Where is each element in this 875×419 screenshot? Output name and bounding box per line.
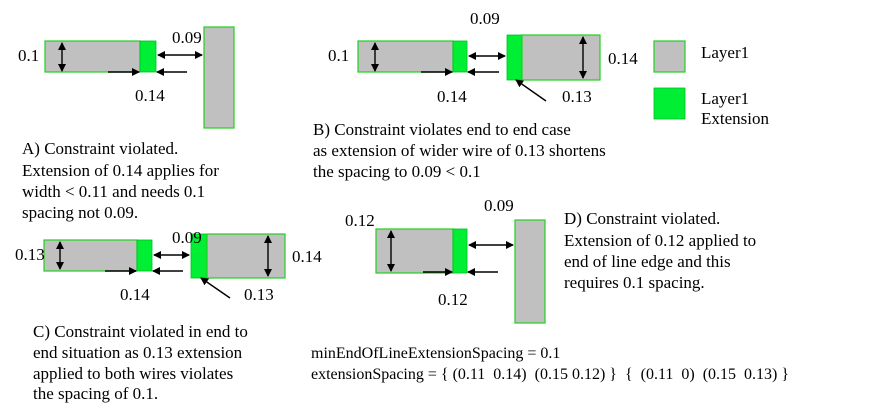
panel-a-width-label: 0.1 — [18, 46, 39, 65]
legend: Layer1 Layer1 Extension — [653, 40, 769, 128]
panel-d-wire — [375, 228, 454, 274]
panel-a-spacing-label: 0.09 — [172, 28, 202, 47]
panel-c-extension-label: 0.14 — [120, 285, 150, 304]
panel-d-width-label: 0.12 — [345, 211, 375, 230]
panel-b-pointer-arrow — [515, 79, 547, 102]
panel-c-wire — [43, 239, 138, 272]
panel-b-wide-wire-extension — [506, 34, 523, 81]
legend-extension-swatch — [653, 87, 686, 120]
panel-a: 0.1 0.09 0.14 A) Constraint violated. Ex… — [18, 26, 235, 222]
panel-c-width-label: 0.13 — [15, 245, 45, 264]
panel-c-wide-wire — [206, 233, 286, 279]
rule-definitions: minEndOfLineExtensionSpacing = 0.1 exten… — [311, 345, 789, 383]
panel-a-wire — [44, 40, 141, 73]
panel-a-vertical-wire — [203, 26, 235, 129]
panel-c-wide-width-label: 0.14 — [292, 247, 322, 266]
panel-d-extension-label: 0.12 — [438, 290, 468, 309]
panel-d-spacing-label: 0.09 — [484, 196, 514, 215]
extension-spacing-rule: extensionSpacing = { (0.11 0.14) (0.15 0… — [311, 366, 789, 383]
panel-d-wire-extension — [452, 228, 468, 274]
legend-layer-label: Layer1 — [701, 43, 749, 62]
panel-b: 0.1 0.09 0.14 0.14 0.13 B) Constraint vi… — [313, 9, 638, 181]
panel-b-wire-extension — [452, 40, 468, 73]
panel-b-width-label: 0.1 — [328, 46, 349, 65]
panel-c-wire-extension — [136, 239, 153, 272]
panel-b-wide-wire — [521, 34, 601, 81]
panel-b-extension-label: 0.14 — [437, 87, 467, 106]
panel-d-caption: D) Constraint violated. Extension of 0.1… — [564, 209, 760, 292]
panel-b-wide-extension-label: 0.13 — [562, 87, 592, 106]
panel-b-caption: B) Constraint violates end to end case a… — [313, 120, 610, 181]
panel-b-wire — [357, 40, 454, 73]
panel-c: 0.13 0.09 0.14 0.14 0.13 C) Constraint v… — [15, 228, 322, 403]
panel-c-wide-extension-label: 0.13 — [244, 285, 274, 304]
legend-extension-label: Layer1 Extension — [701, 89, 769, 128]
panel-c-pointer-arrow — [200, 277, 231, 299]
panel-c-spacing-label: 0.09 — [172, 228, 202, 247]
panel-b-spacing-label: 0.09 — [470, 9, 500, 28]
legend-layer-swatch — [653, 40, 686, 73]
panel-a-extension-label: 0.14 — [135, 86, 165, 105]
panel-b-wide-width-label: 0.14 — [608, 49, 638, 68]
panel-a-wire-extension — [139, 40, 157, 73]
min-eol-extension-spacing-rule: minEndOfLineExtensionSpacing = 0.1 — [311, 345, 560, 362]
panel-d-vertical-wire — [514, 219, 546, 324]
panel-a-caption: A) Constraint violated. Extension of 0.1… — [22, 139, 223, 222]
panel-c-caption: C) Constraint violated in end to end sit… — [33, 322, 252, 403]
panel-d: 0.12 0.09 0.12 D) Constraint violated. E… — [345, 196, 760, 324]
